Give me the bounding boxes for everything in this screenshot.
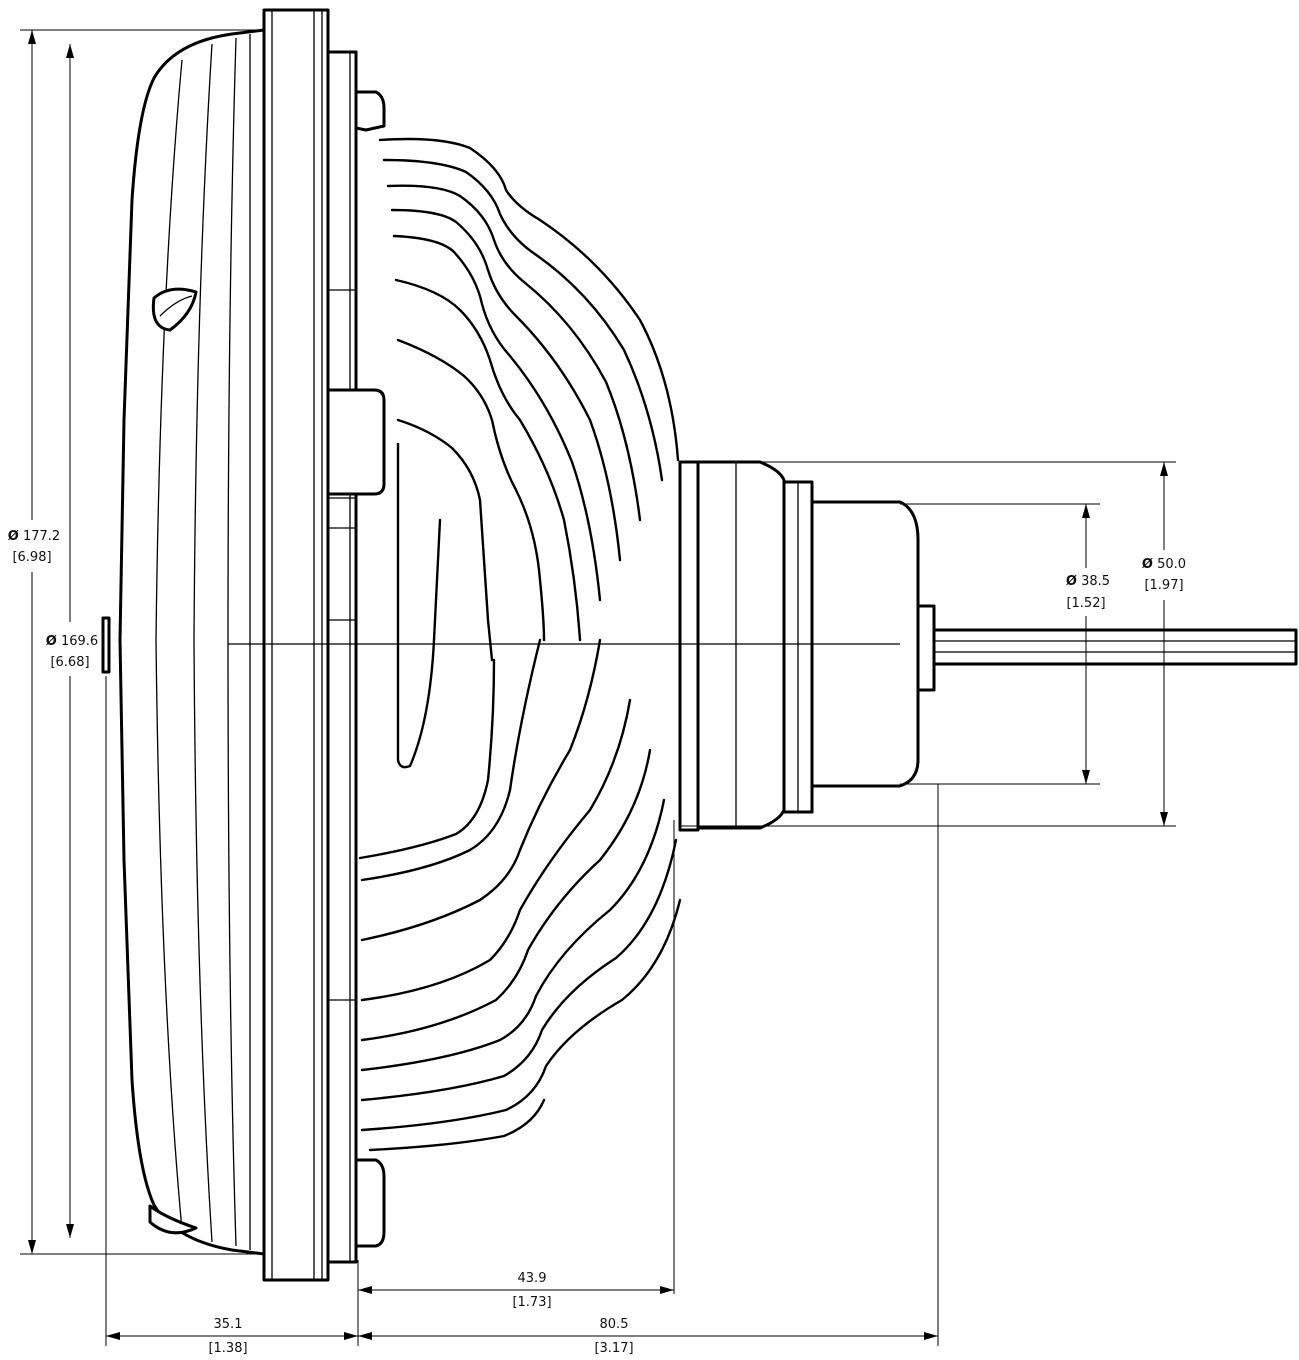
svg-text:Ø 169.6: Ø 169.6 bbox=[46, 634, 98, 649]
lens-dome bbox=[101, 28, 266, 1256]
svg-text:[1.73]: [1.73] bbox=[512, 1295, 551, 1310]
svg-text:[6.98]: [6.98] bbox=[12, 550, 51, 565]
svg-text:[1.97]: [1.97] bbox=[1144, 578, 1183, 593]
dimension-lines bbox=[20, 29, 1176, 1346]
svg-text:Ø 177.2: Ø 177.2 bbox=[8, 529, 60, 544]
dim-label-lens-diameter: Ø 169.6 [6.68] bbox=[44, 628, 98, 672]
diameter-symbol: Ø bbox=[46, 634, 57, 649]
svg-text:Ø 38.5: Ø 38.5 bbox=[1066, 574, 1110, 589]
svg-text:Ø 50.0: Ø 50.0 bbox=[1142, 557, 1186, 572]
dim-label-connector-diameter: Ø 38.5 [1.52] bbox=[1058, 570, 1116, 614]
dim-label-lens-depth: 35.1 [1.38] bbox=[208, 1317, 247, 1356]
mounting-flange bbox=[262, 8, 330, 1282]
dim-label-heatsink-depth: 43.9 [1.73] bbox=[512, 1271, 551, 1310]
diameter-symbol: Ø bbox=[1066, 574, 1077, 589]
dim-label-outer-diameter: Ø 177.2 [6.98] bbox=[6, 522, 60, 568]
svg-text:[3.17]: [3.17] bbox=[594, 1341, 633, 1356]
svg-text:[1.38]: [1.38] bbox=[208, 1341, 247, 1356]
lead-wires bbox=[932, 628, 1298, 666]
heatsink-fins-lower bbox=[358, 638, 682, 1152]
heatsink-fins-upper bbox=[378, 137, 680, 769]
rear-base-plate bbox=[326, 50, 386, 1264]
diameter-symbol: Ø bbox=[1142, 557, 1153, 572]
svg-text:80.5: 80.5 bbox=[600, 1317, 629, 1332]
rear-housing bbox=[678, 460, 814, 832]
dim-label-rear-depth: 80.5 [3.17] bbox=[594, 1317, 633, 1356]
diameter-symbol: Ø bbox=[8, 529, 19, 544]
dim-label-housing-diameter: Ø 50.0 [1.97] bbox=[1136, 554, 1192, 598]
svg-text:43.9: 43.9 bbox=[518, 1271, 547, 1286]
svg-text:35.1: 35.1 bbox=[214, 1317, 243, 1332]
svg-text:[6.68]: [6.68] bbox=[50, 655, 89, 670]
svg-text:[1.52]: [1.52] bbox=[1066, 596, 1105, 611]
